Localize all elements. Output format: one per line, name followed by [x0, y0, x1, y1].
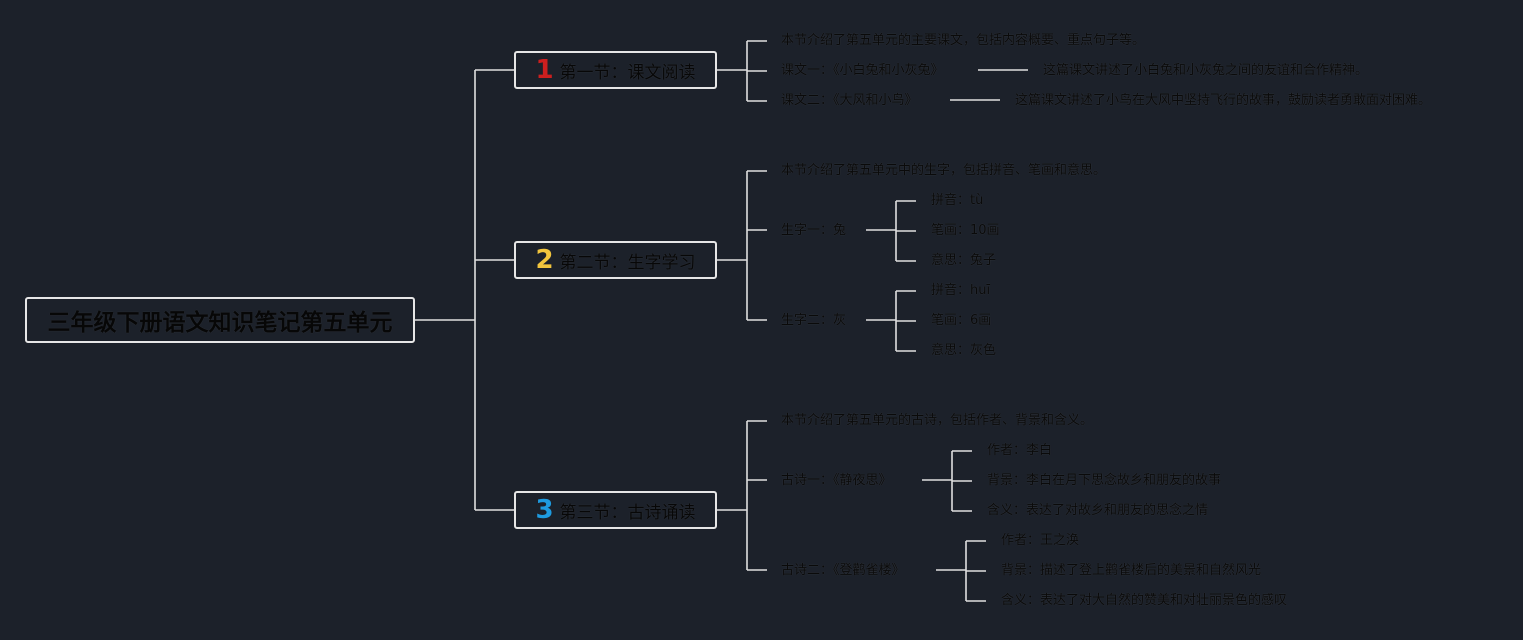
- section-2-item-1-detail-2[interactable]: 笔画：10画: [931, 223, 1000, 238]
- section-3-item-1-detail-2[interactable]: 背景：李白在月下思念故乡和朋友的故事: [987, 473, 1222, 488]
- section-2-topic[interactable]: 2 第二节：生字学习: [514, 241, 717, 279]
- section-3-summary[interactable]: 本节介绍了第五单元的古诗，包括作者、背景和含义。: [781, 413, 1094, 428]
- root-topic[interactable]: 三年级下册语文知识笔记第五单元: [25, 297, 415, 343]
- section-1-item-1-detail[interactable]: 这篇课文讲述了小白兔和小灰兔之间的友谊和合作精神。: [1043, 63, 1369, 78]
- root-topic-label: 三年级下册语文知识笔记第五单元: [47, 310, 393, 336]
- section-2-item-1-label[interactable]: 生字一：兔: [781, 223, 847, 238]
- section-3-item-1-detail-3[interactable]: 含义：表达了对故乡和朋友的思念之情: [987, 503, 1209, 518]
- section-2-item-2-label[interactable]: 生字二：灰: [781, 313, 847, 328]
- section-1-number-badge: 1: [535, 55, 554, 85]
- section-1-summary[interactable]: 本节介绍了第五单元的主要课文，包括内容概要、重点句子等。: [781, 33, 1146, 48]
- section-2-title: 第二节：生字学习: [559, 252, 696, 273]
- section-3-item-2-detail-2[interactable]: 背景：描述了登上鹳雀楼后的美景和自然风光: [1001, 563, 1262, 578]
- section-1-title: 第一节：课文阅读: [559, 62, 696, 83]
- section-3-item-1-label[interactable]: 古诗一：《静夜思》: [781, 473, 892, 488]
- section-3-item-1-detail-1[interactable]: 作者：李白: [987, 443, 1053, 458]
- section-1-item-2-detail[interactable]: 这篇课文讲述了小鸟在大风中坚持飞行的故事，鼓励读者勇敢面对困难。: [1015, 93, 1432, 108]
- section-3-item-2-label[interactable]: 古诗二：《登鹳雀楼》: [781, 563, 905, 578]
- section-3-item-2-detail-1[interactable]: 作者：王之涣: [1001, 533, 1080, 548]
- section-2-item-2-detail-3[interactable]: 意思：灰色: [931, 343, 997, 358]
- section-2-number-badge: 2: [535, 245, 554, 275]
- section-1-item-1-label[interactable]: 课文一：《小白兔和小灰兔》: [781, 63, 944, 78]
- section-2-summary[interactable]: 本节介绍了第五单元中的生字，包括拼音、笔画和意思。: [781, 163, 1107, 178]
- section-1-topic[interactable]: 1 第一节：课文阅读: [514, 51, 717, 89]
- section-3-number-badge: 3: [535, 495, 554, 525]
- section-3-topic[interactable]: 3 第三节：古诗诵读: [514, 491, 717, 529]
- section-3-title: 第三节：古诗诵读: [559, 502, 696, 523]
- section-2-item-2-detail-2[interactable]: 笔画：6画: [931, 313, 992, 328]
- section-2-item-1-detail-3[interactable]: 意思：兔子: [931, 253, 997, 268]
- section-3-item-2-detail-3[interactable]: 含义：表达了对大自然的赞美和对壮丽景色的感叹: [1001, 593, 1288, 608]
- section-1-item-2-label[interactable]: 课文二：《大风和小鸟》: [781, 93, 918, 108]
- section-2-item-2-detail-1[interactable]: 拼音：huī: [931, 283, 991, 298]
- section-2-item-1-detail-1[interactable]: 拼音：tù: [931, 193, 984, 208]
